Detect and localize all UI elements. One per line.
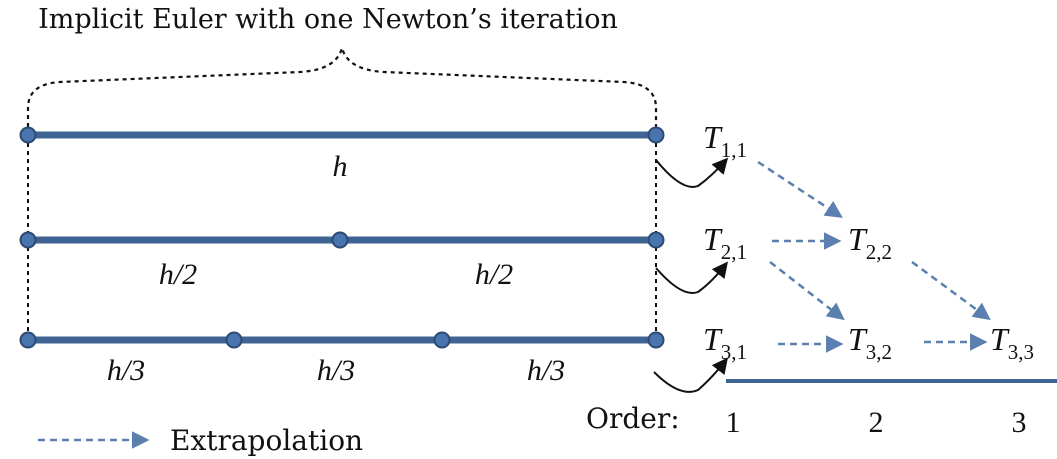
tableau-t32-sub: 3,2 bbox=[866, 340, 892, 364]
row3-node bbox=[225, 331, 243, 349]
row3-step-label: h/3 bbox=[317, 354, 355, 387]
order-value: 3 bbox=[1012, 406, 1027, 439]
row3-to-t31-arrow bbox=[653, 357, 728, 393]
row2-step-label: h/2 bbox=[475, 258, 513, 291]
tableau-t32: T3,2 bbox=[848, 321, 892, 364]
tableau-t21-sub: 2,1 bbox=[721, 240, 747, 264]
legend-label: Extrapolation bbox=[170, 424, 363, 457]
extrap-arrow-t22-t33 bbox=[911, 260, 991, 321]
row3-node bbox=[433, 331, 451, 349]
row1-to-t11-arrow bbox=[655, 157, 729, 188]
extrap-arrow-t11-t22 bbox=[757, 160, 843, 218]
order-label: Order: bbox=[586, 402, 680, 435]
row2-step-label: h/2 bbox=[159, 258, 197, 291]
row2-to-t21-arrow bbox=[655, 261, 728, 294]
extrap-arrow-t21-t32 bbox=[769, 261, 845, 321]
row2-node bbox=[331, 231, 349, 249]
row3-step-label: h/3 bbox=[107, 354, 145, 387]
tableau-t32-base: T bbox=[848, 321, 868, 357]
tableau-t33: T3,3 bbox=[990, 321, 1034, 364]
tableau-t21-base: T bbox=[703, 221, 723, 257]
row1-node bbox=[647, 126, 665, 144]
tableau-t33-sub: 3,3 bbox=[1008, 340, 1034, 364]
row1-node bbox=[19, 126, 37, 144]
tableau-t22-base: T bbox=[848, 221, 868, 257]
row3-node bbox=[19, 331, 37, 349]
row3-node bbox=[647, 331, 665, 349]
tableau-t31-base: T bbox=[703, 321, 723, 357]
row1-step-label: h bbox=[333, 150, 348, 183]
row3-step-label: h/3 bbox=[527, 354, 565, 387]
tableau-t22-sub: 2,2 bbox=[866, 240, 892, 264]
tableau-t11: T1,1 bbox=[703, 119, 747, 162]
order-value: 1 bbox=[726, 406, 741, 439]
tableau-t22: T2,2 bbox=[848, 221, 892, 264]
tableau-t11-sub: 1,1 bbox=[721, 138, 747, 162]
tableau-t21: T2,1 bbox=[703, 221, 747, 264]
row2-node bbox=[19, 231, 37, 249]
order-value: 2 bbox=[869, 406, 884, 439]
tableau-t11-base: T bbox=[703, 119, 723, 155]
diagram-title: Implicit Euler with one Newton’s iterati… bbox=[38, 4, 618, 35]
tableau-t33-base: T bbox=[990, 321, 1010, 357]
tableau-t31-sub: 3,1 bbox=[721, 340, 747, 364]
dotted-brace bbox=[26, 43, 658, 135]
tableau-t31: T3,1 bbox=[703, 321, 747, 364]
row2-node bbox=[647, 231, 665, 249]
